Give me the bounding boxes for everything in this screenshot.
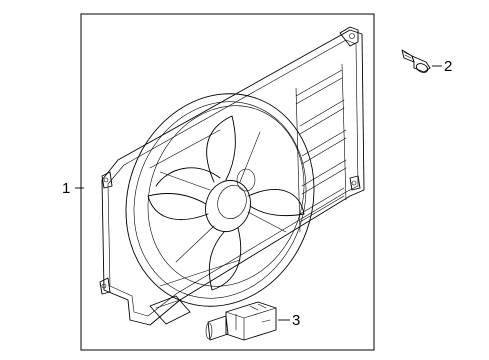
bolt-drawing bbox=[401, 49, 431, 73]
fan-control-module-drawing bbox=[205, 301, 277, 341]
fan-shroud-assembly-drawing bbox=[99, 26, 365, 326]
callout-3-number: 3 bbox=[292, 312, 300, 329]
diagram-frame bbox=[80, 13, 375, 351]
callout-2-number: 2 bbox=[444, 58, 452, 75]
callout-1-number: 1 bbox=[62, 180, 70, 197]
